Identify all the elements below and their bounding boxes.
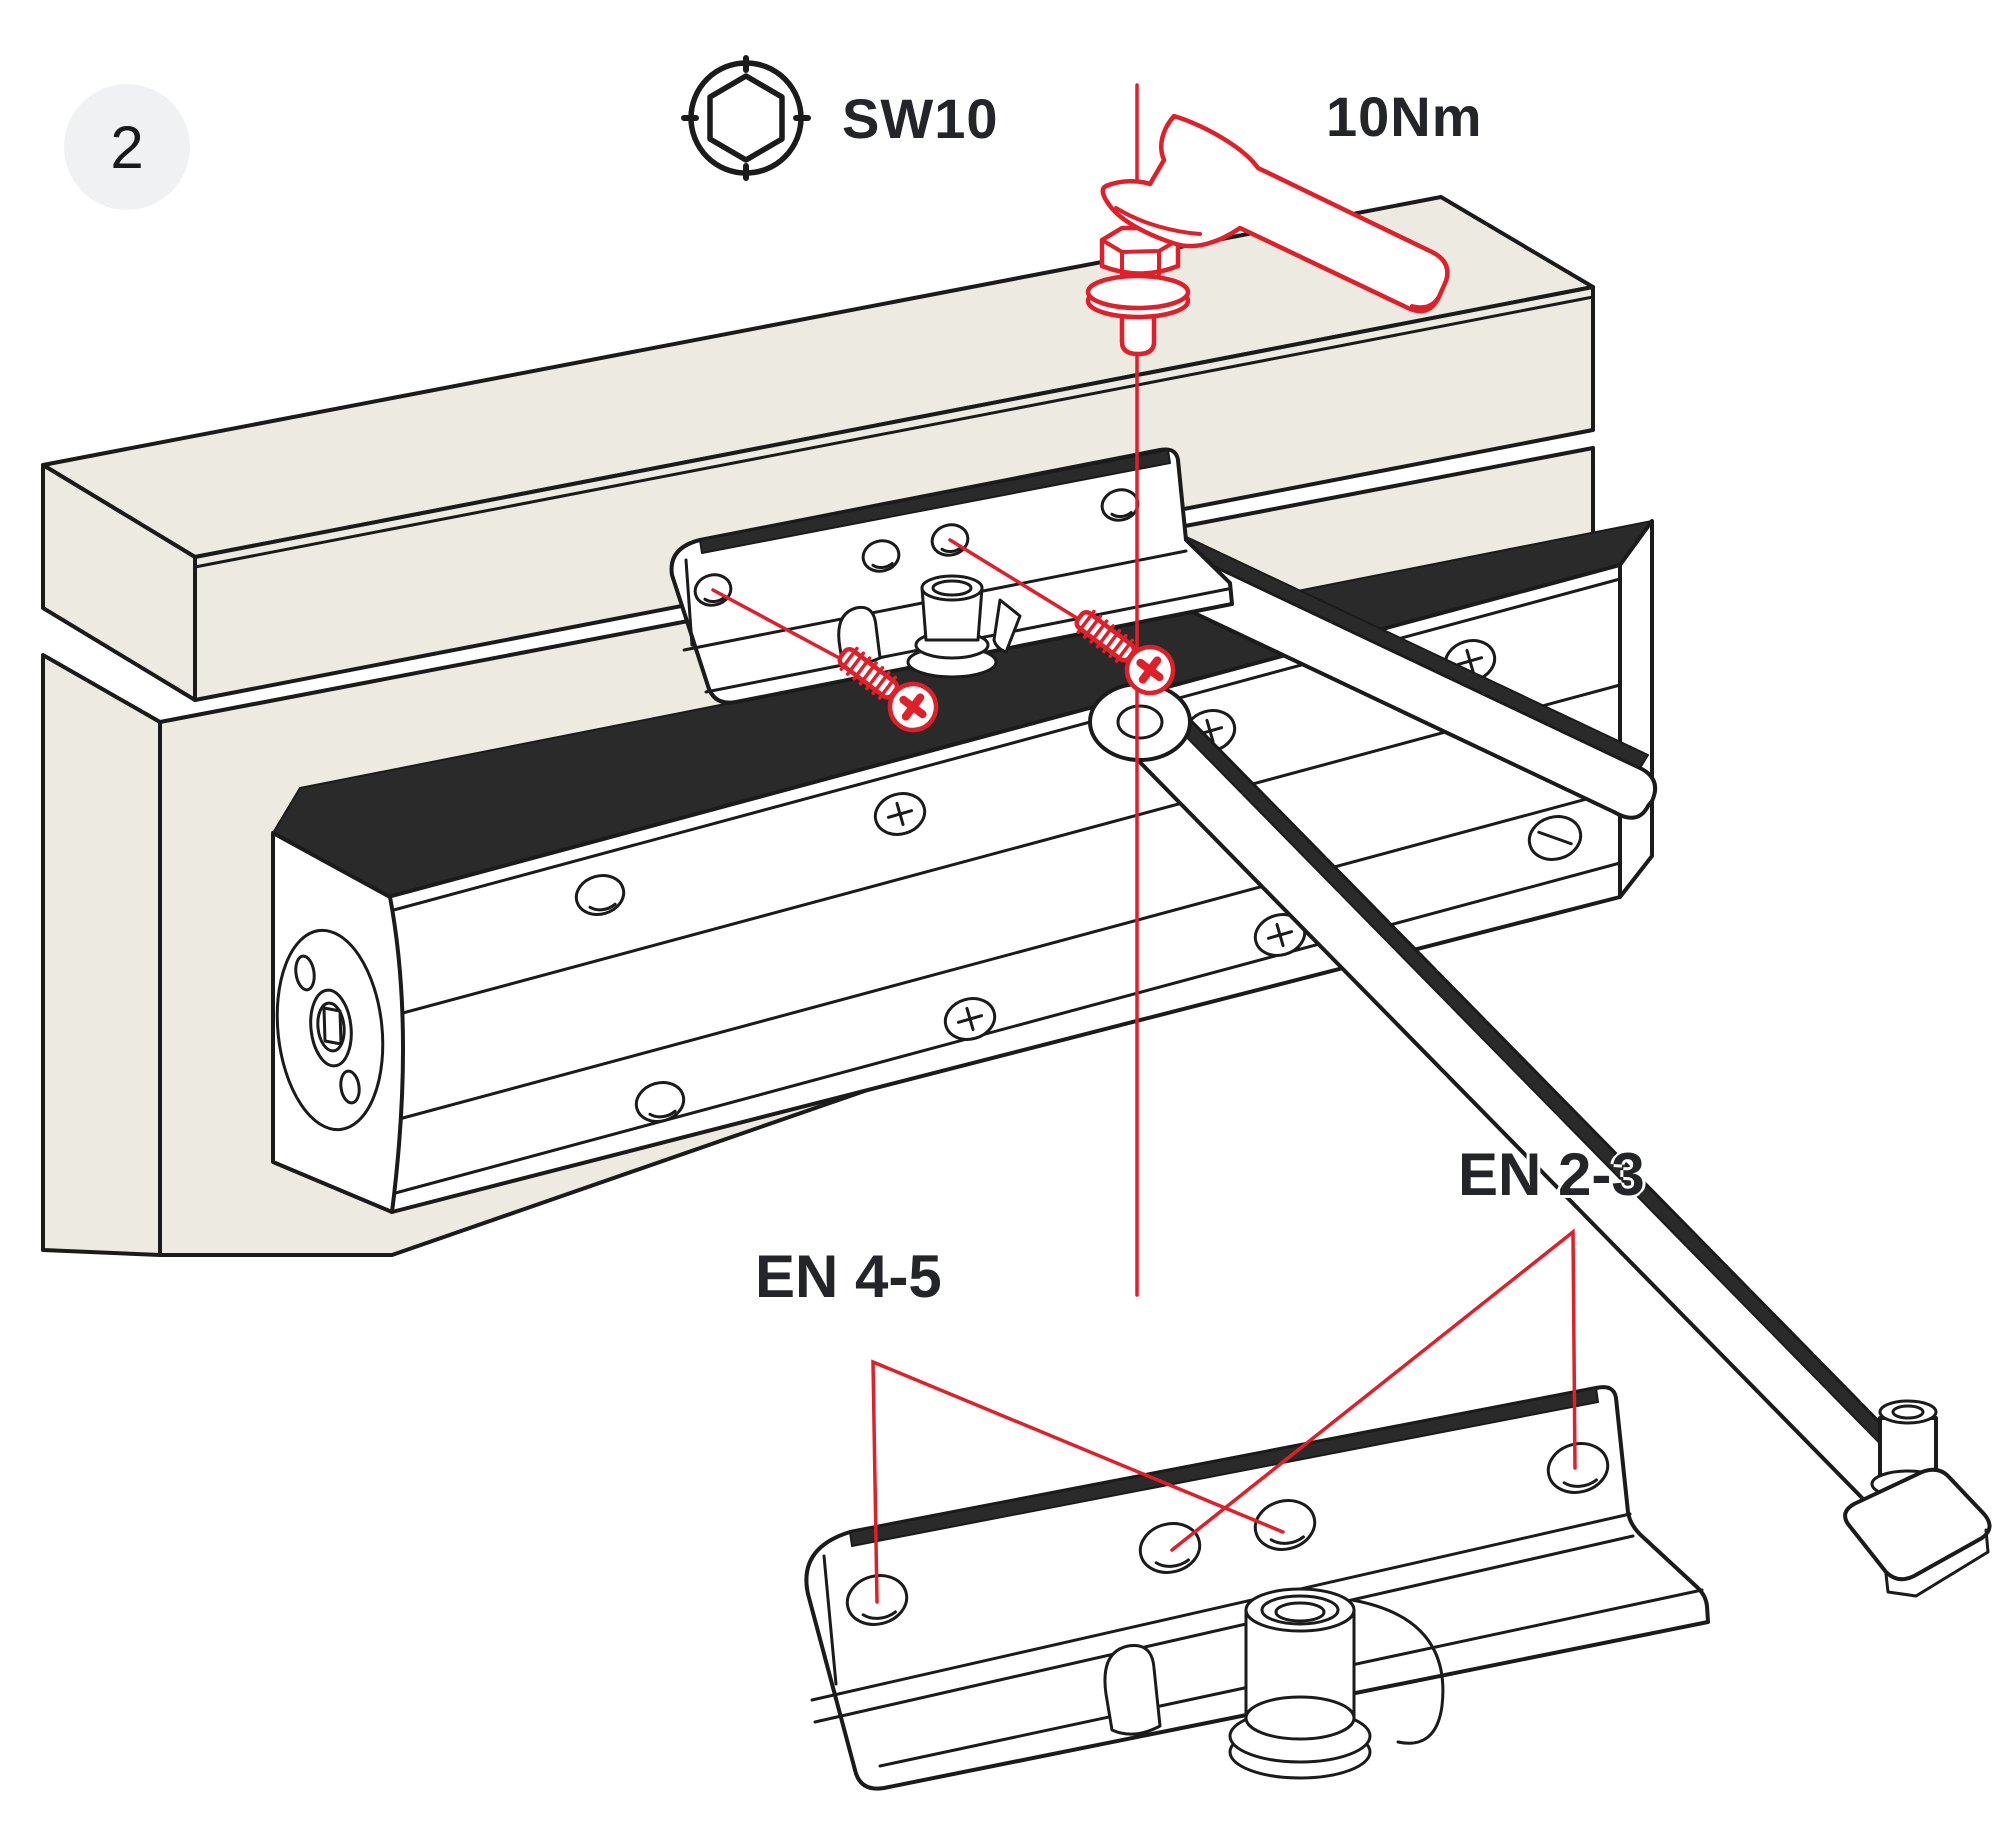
hex-socket-icon	[681, 55, 811, 181]
closer-end-cap	[271, 831, 405, 1214]
en-4-5-label: EN 4-5	[755, 1243, 942, 1310]
step-badge: 2	[64, 84, 190, 210]
mounting-plate	[669, 447, 1234, 705]
closer-arm	[1088, 682, 1992, 1598]
en-4-5-leader-line	[871, 1359, 1285, 1604]
bracket-holes	[845, 1442, 1610, 1626]
en-2-3-label: EN 2-3	[1458, 1141, 1645, 1208]
en-2-3-leader-line	[1170, 1228, 1577, 1552]
arm-pivot-hub	[1088, 682, 1192, 762]
red-annotations	[711, 83, 1577, 1604]
bracket-tab	[1103, 1643, 1162, 1736]
fixing-screw-icon	[837, 646, 939, 733]
torque-label: 10Nm	[1326, 85, 1483, 148]
screw-leader-line	[948, 538, 1082, 622]
arm-shoe	[1843, 1399, 1992, 1598]
bottom-bracket-detail	[804, 1385, 1710, 1791]
screw-leader-line	[711, 588, 845, 662]
fixing-screw-icon	[1074, 609, 1176, 696]
flange-bolt-icon	[1085, 225, 1191, 357]
door-frame	[41, 195, 1595, 702]
open-end-wrench-icon	[1100, 113, 1450, 314]
tool-size-label: SW10	[842, 87, 999, 150]
step-number: 2	[110, 113, 144, 181]
plate-pivot-boss	[906, 574, 1022, 679]
bracket-pivot-boss	[1228, 1587, 1445, 1780]
